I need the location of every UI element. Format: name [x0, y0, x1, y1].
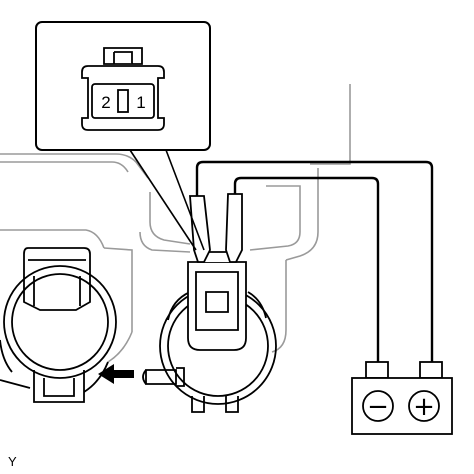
- connector-icon: [81, 47, 165, 131]
- battery-negative-label: −: [367, 392, 389, 422]
- figure-code: Y: [8, 454, 17, 469]
- tank-outline: [0, 84, 351, 363]
- connector-pin-2: 2: [101, 93, 110, 112]
- test-probes: [189, 193, 243, 263]
- motor-connector: [187, 251, 247, 351]
- arrow-icon: [98, 364, 134, 384]
- connector-pin-1: 1: [136, 93, 145, 112]
- battery-positive-label: +: [413, 392, 435, 422]
- callout-lines: [129, 149, 205, 251]
- left-motor: [0, 247, 117, 403]
- battery-icon: [351, 361, 453, 435]
- test-leads: [195, 160, 434, 362]
